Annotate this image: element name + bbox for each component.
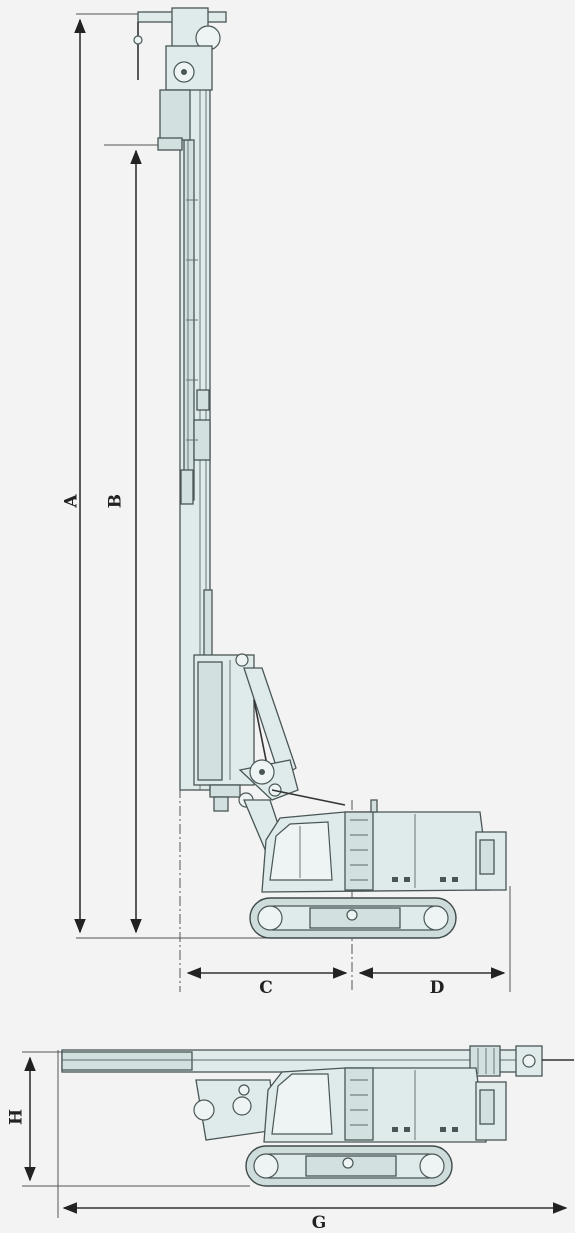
- lowered-mast: [61, 1045, 574, 1077]
- transport-undercarriage: [245, 1145, 453, 1187]
- working-position-view: A B C D: [62, 7, 511, 998]
- upper-carriage: [261, 799, 507, 893]
- dimension-B-label: B: [106, 494, 126, 508]
- transport-boom-linkage: [193, 1079, 277, 1141]
- transport-position-view: H G: [7, 1045, 574, 1233]
- undercarriage: [249, 897, 457, 939]
- mast: [179, 59, 213, 791]
- dimension-G-label: G: [312, 1213, 327, 1233]
- transport-upper-carriage: [263, 1067, 507, 1143]
- mast-head: [133, 7, 227, 151]
- dimension-D-label: D: [430, 978, 445, 998]
- rotary-drive: [193, 653, 255, 812]
- dimension-C-label: C: [259, 978, 273, 998]
- dimension-A-label: A: [62, 494, 82, 509]
- dimension-H-label: H: [7, 1109, 27, 1125]
